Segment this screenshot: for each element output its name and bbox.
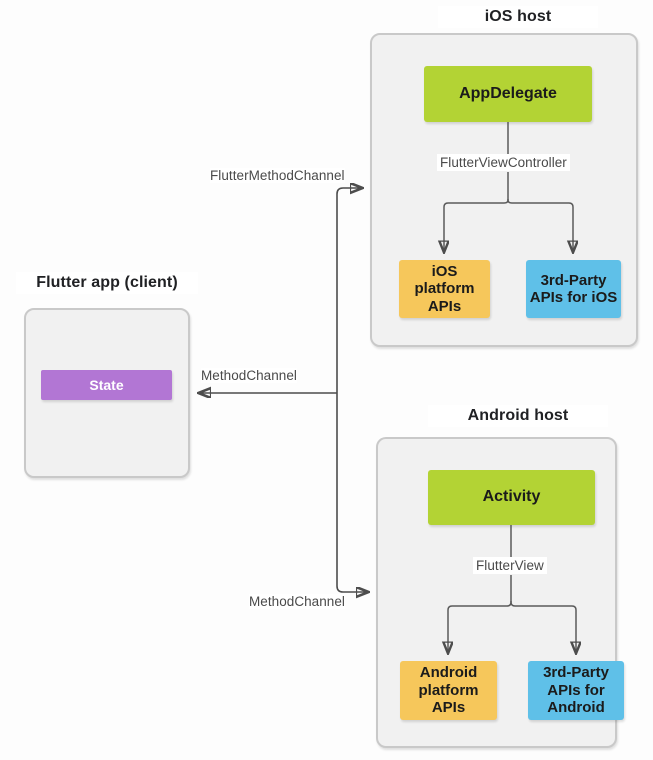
android-platform-apis-node[interactable]: Android platform APIs <box>400 661 497 720</box>
android-third-party-line-1: 3rd-Party <box>543 664 609 682</box>
android-platform-apis-line-1: Android <box>419 664 478 682</box>
android-platform-apis-line-3: APIs <box>431 699 466 717</box>
wire-method-channel-to-android <box>336 393 368 592</box>
android-channel-label: MethodChannel <box>249 594 345 609</box>
wire-flutter-method-channel-to-ios <box>336 188 362 393</box>
android-third-party-line-3: Android <box>547 699 605 717</box>
ios-connector-label: FlutterViewController <box>437 154 570 171</box>
android-host-title: Android host <box>428 405 608 427</box>
ios-third-party-line-2: APIs for iOS <box>529 289 618 306</box>
android-activity-node[interactable]: Activity <box>428 470 595 525</box>
ios-host-title: iOS host <box>438 6 598 28</box>
ios-platform-apis-line-2: platform <box>414 280 475 298</box>
ios-third-party-line-1: 3rd-Party <box>540 271 607 289</box>
android-third-party-apis-node[interactable]: 3rd-Party APIs for Android <box>528 661 624 720</box>
ios-third-party-apis-node[interactable]: 3rd-Party APIs for iOS <box>526 260 621 318</box>
ios-channel-label: FlutterMethodChannel <box>210 168 345 183</box>
flutter-app-title: Flutter app (client) <box>16 272 198 294</box>
flutter-state-node[interactable]: State <box>41 370 172 400</box>
ios-platform-apis-line-1: iOS <box>431 262 458 280</box>
ios-appdelegate-node[interactable]: AppDelegate <box>424 66 592 122</box>
android-connector-label: FlutterView <box>473 557 547 574</box>
android-platform-apis-line-2: platform <box>418 681 479 699</box>
ios-platform-apis-line-3: APIs <box>427 297 462 315</box>
ios-platform-apis-node[interactable]: iOS platform APIs <box>399 260 490 318</box>
android-third-party-line-2: APIs for <box>547 681 605 699</box>
client-channel-label: MethodChannel <box>201 368 297 383</box>
